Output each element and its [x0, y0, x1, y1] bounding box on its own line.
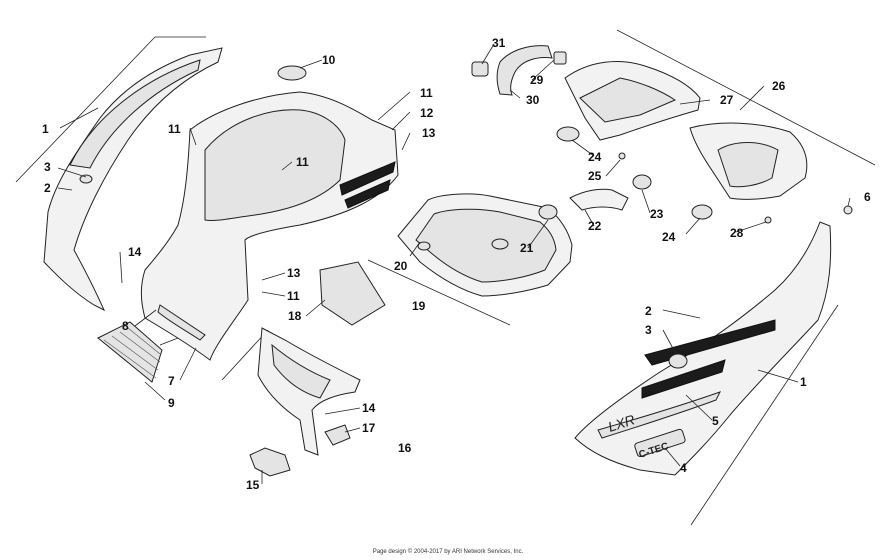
group-bracket-intake	[616, 29, 876, 166]
screw-6	[843, 205, 853, 215]
callout-17: 17	[362, 421, 376, 435]
callout-7: 7	[168, 374, 175, 388]
deflector-panel	[319, 261, 386, 326]
right-side-panel: LXR C-TEC	[574, 221, 832, 476]
callout-18: 18	[288, 309, 302, 323]
copyright-footer: Page design © 2004-2017 by ARI Network S…	[372, 549, 524, 555]
callout-13-lower: 13	[287, 266, 301, 280]
callout-8: 8	[122, 319, 129, 333]
airbox	[397, 193, 573, 297]
callout-1-left: 1	[42, 122, 49, 136]
hose-clamp	[632, 174, 652, 190]
callout-31: 31	[492, 36, 506, 50]
callout-9: 9	[168, 396, 175, 410]
callout-11-hood-center: 11	[296, 155, 309, 169]
callout-25: 25	[588, 169, 602, 183]
plenum-fitting	[553, 51, 567, 65]
airbox-seal-ring	[538, 204, 558, 220]
callouts: 1 3 2 14 8 7 9 10 11 11 11 12 13 13 11 1…	[42, 36, 871, 492]
hood-vent-screen	[97, 321, 163, 383]
callout-11-hood-left: 11	[168, 122, 181, 136]
callout-2-right: 2	[645, 304, 652, 318]
callout-29: 29	[530, 73, 544, 87]
callout-15: 15	[246, 478, 260, 492]
callout-4: 4	[680, 461, 687, 475]
callout-24-lower: 24	[662, 230, 676, 244]
callout-23: 23	[650, 207, 664, 221]
lower-panel	[257, 327, 361, 456]
group-bracket-lower-panel	[221, 329, 269, 381]
leader-lines	[57, 43, 851, 484]
group-bracket-airbox	[367, 259, 511, 326]
callout-13-upper: 13	[422, 126, 436, 140]
intake-seal-upper	[556, 126, 580, 142]
screw-25	[618, 152, 626, 160]
callout-10: 10	[322, 53, 336, 67]
intake-plenum	[564, 61, 808, 200]
callout-6: 6	[864, 190, 871, 204]
callout-24-upper: 24	[588, 150, 602, 164]
callout-21: 21	[520, 241, 534, 255]
callout-22: 22	[588, 219, 602, 233]
left-side-panel	[43, 47, 223, 312]
small-bracket	[324, 424, 351, 446]
vent-hose	[496, 45, 553, 96]
callout-3-left: 3	[44, 160, 51, 174]
callout-14-lower: 14	[362, 401, 376, 415]
callout-2-left: 2	[44, 181, 51, 195]
callout-12: 12	[420, 106, 434, 120]
callout-20: 20	[394, 259, 408, 273]
intake-duct	[569, 188, 629, 211]
callout-5: 5	[712, 414, 719, 428]
screw-28	[764, 216, 772, 224]
callout-3-right: 3	[645, 323, 652, 337]
callout-1-right: 1	[800, 375, 807, 389]
intake-seal-lower	[691, 204, 713, 220]
callout-11-hood-right: 11	[420, 86, 433, 100]
hood-vent-screen-mesh	[103, 327, 161, 379]
group-bracket-left-panel	[15, 36, 206, 183]
hood	[140, 91, 399, 361]
callout-26: 26	[772, 79, 786, 93]
callout-19: 19	[412, 299, 426, 313]
hose-fitting	[471, 61, 489, 77]
gauge-cap	[277, 65, 307, 81]
callout-30: 30	[526, 93, 540, 107]
mount-bracket	[249, 447, 291, 477]
callout-14-left: 14	[128, 245, 142, 259]
callout-16: 16	[398, 441, 412, 455]
callout-11-lower: 11	[287, 289, 300, 303]
callout-27: 27	[720, 93, 734, 107]
callout-28: 28	[730, 226, 744, 240]
group-bracket-right-panel	[690, 304, 839, 526]
